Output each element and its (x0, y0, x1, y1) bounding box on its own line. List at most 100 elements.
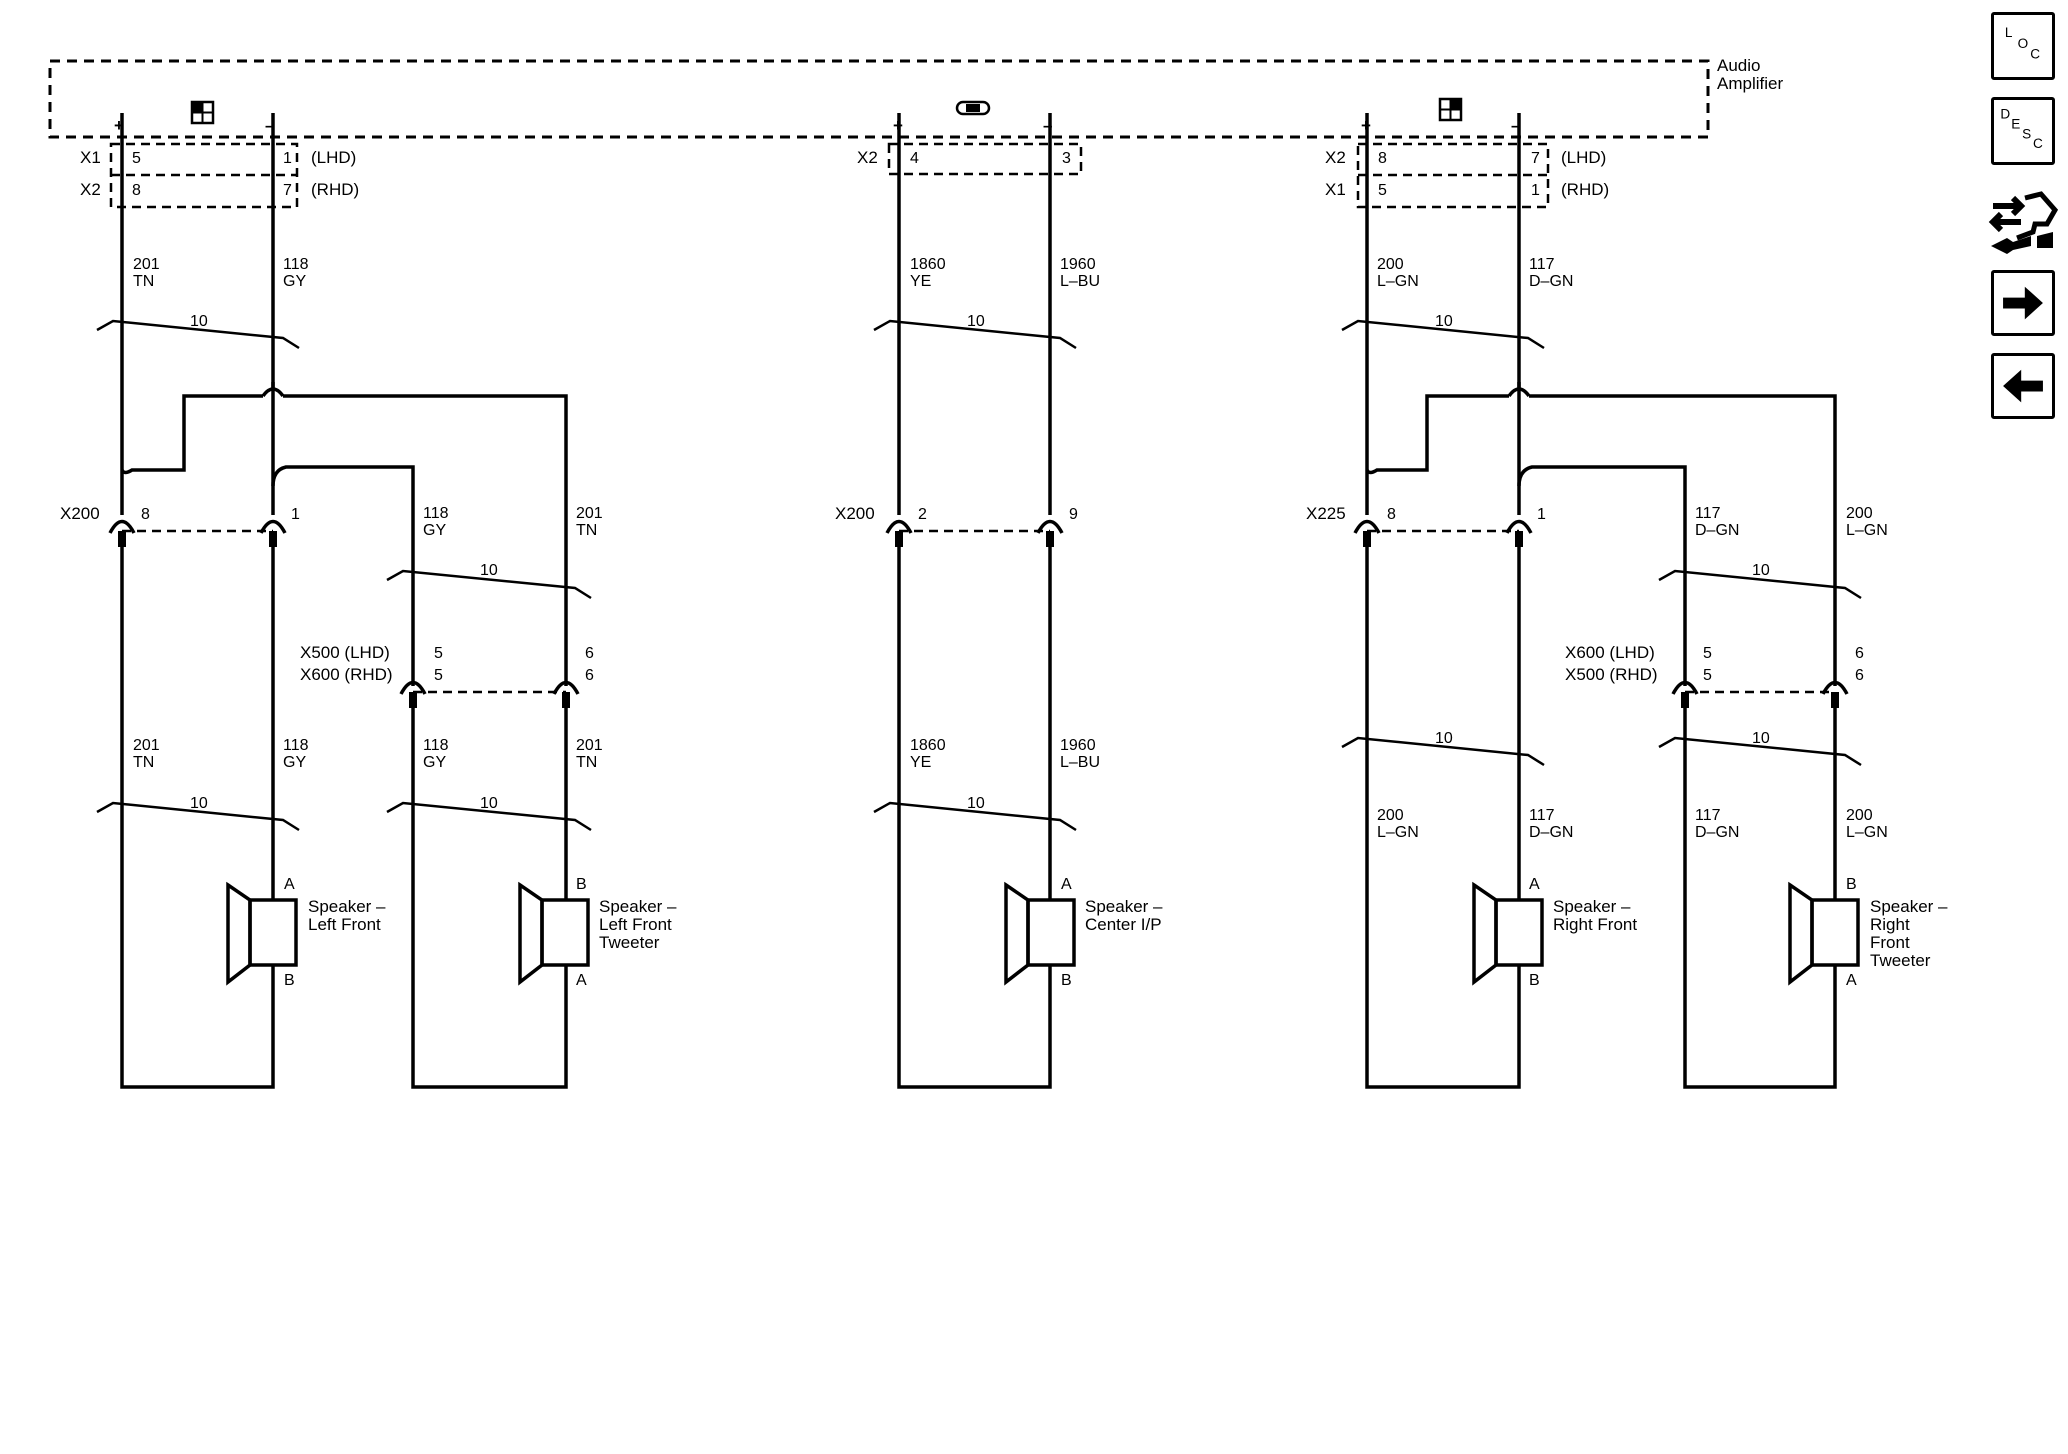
inline-conn-left-name: X200 (60, 504, 100, 523)
inline-conn-center-name: X200 (835, 504, 875, 523)
speaker-left-tweeter-bottom-pin: A (576, 972, 587, 989)
speaker-right-tweeter-name-4: Tweeter (1870, 951, 1931, 970)
loc-letter-o: O (2018, 36, 2029, 51)
amp-conn-left-row2-plus-pin: 8 (132, 182, 141, 199)
twist-right-mid: 10 (1658, 562, 1862, 600)
tweeter-conn-right-pin-b-1: 6 (1855, 645, 1864, 662)
left-tweeter-minus-color: GY (423, 522, 446, 539)
right-lower-plus-color: L–GN (1377, 824, 1419, 841)
left-tweeter-minus-circuit: 118 (423, 505, 449, 522)
connector-wrench-button[interactable] (1987, 180, 2059, 260)
forward-button[interactable] (1991, 270, 2055, 336)
inline-conn-right-pin-b: 1 (1537, 506, 1546, 523)
connector-wrench-icon (1988, 191, 2059, 254)
wire-crossovers (261, 382, 1531, 404)
svg-text:10: 10 (480, 795, 498, 812)
right-tweeter-plus-circuit: 200 (1846, 505, 1873, 522)
center-lower-plus-color: YE (910, 754, 931, 771)
speaker-left-front-name-1: Speaker – (308, 897, 386, 916)
twist-right-lower-2: 10 (1658, 730, 1862, 767)
svg-text:10: 10 (967, 313, 985, 330)
left-tweeter-lower-b-circuit: 201 (576, 737, 603, 754)
left-lower-minus-circuit: 118 (283, 737, 309, 754)
speaker-left-front-name-2: Left Front (308, 915, 381, 934)
left-lower-plus-color: TN (133, 754, 154, 771)
arrow-right-icon (2003, 286, 2043, 320)
inline-conn-right-name: X225 (1306, 504, 1346, 523)
amp-conn-right-row2-name: X1 (1325, 180, 1346, 199)
left-tweeter-lower-a-color: GY (423, 754, 446, 771)
amplifier-name-line1: Audio (1717, 56, 1760, 75)
right-tweeter-lower-a-color: D–GN (1695, 824, 1739, 841)
right-minus-circuit: 117 (1529, 256, 1555, 273)
tweeter-conn-right-line2: X500 (RHD) (1565, 665, 1658, 684)
amp-conn-right-row1-drive: (LHD) (1561, 148, 1606, 167)
speaker-left-tweeter-name-3: Tweeter (599, 933, 660, 952)
wire-left-plus-lower (120, 531, 275, 1089)
speaker-right-front-tweeter: B A Speaker – Right Front Tweeter (1788, 876, 1948, 989)
amp-conn-left-row2-minus-pin: 7 (283, 182, 292, 199)
speaker-icon (1788, 881, 1814, 986)
left-tweeter-plus-circuit: 201 (576, 505, 603, 522)
right-tweeter-minus-circuit: 117 (1695, 505, 1721, 522)
tweeter-conn-left-pin-a-1: 5 (434, 645, 443, 662)
speaker-center-name-1: Speaker – (1085, 897, 1163, 916)
amp-conn-left-row1-plus-pin: 5 (132, 150, 141, 167)
amp-conn-left-row1-drive: (LHD) (311, 148, 356, 167)
wire-labels: 201 TN 118 GY 118 GY 201 TN 201 TN 118 G… (133, 256, 1888, 841)
left-plus-circuit: 201 (133, 256, 160, 273)
twist-right-upper: 10 (1341, 313, 1545, 350)
speaker-right-tweeter-name-2: Right (1870, 915, 1910, 934)
left-minus-color: GY (283, 273, 306, 290)
speaker-right-front-top-pin: A (1529, 876, 1540, 893)
inline-connector-center: X200 2 9 (835, 504, 1078, 547)
right-tweeter-lower-b-color: L–GN (1846, 824, 1888, 841)
center-minus-color: L–BU (1060, 273, 1100, 290)
speaker-icon (1472, 881, 1498, 986)
inline-connector-right: X225 8 1 (1306, 504, 1546, 547)
speaker-right-front-name-2: Right Front (1553, 915, 1637, 934)
left-tweeter-lower-a-circuit: 118 (423, 737, 449, 754)
speaker-right-tweeter-top-pin: B (1846, 876, 1857, 893)
wire-paths (120, 113, 1837, 1089)
amp-conn-center-minus-pin: 3 (1062, 150, 1071, 167)
twist-left-lower-2: 10 (386, 795, 592, 832)
wire-right-tweeter-plus-feed (1365, 394, 1837, 686)
loc-letter-c: C (2030, 47, 2040, 62)
back-button[interactable] (1991, 353, 2055, 419)
inline-connector-left: X200 8 1 (60, 504, 300, 547)
speaker-right-tweeter-bottom-pin: A (1846, 972, 1857, 989)
right-plus-color: L–GN (1377, 273, 1419, 290)
loc-icon: L O C (2005, 25, 2040, 62)
speaker-right-front: A B Speaker – Right Front (1472, 876, 1637, 989)
left-lower-minus-color: GY (283, 754, 306, 771)
right-lower-minus-circuit: 117 (1529, 807, 1555, 824)
wire-left-tweeter-plus-feed (120, 394, 568, 686)
left-plus-color: TN (133, 273, 154, 290)
twist-left-lower-1: 10 (96, 795, 300, 832)
inline-conn-left-pin-a: 8 (141, 506, 150, 523)
speaker-center-bottom-pin: B (1061, 972, 1072, 989)
amp-connector-right: X2 X1 8 5 7 1 (LHD) (RHD) (1325, 142, 1609, 209)
center-lower-plus-circuit: 1860 (910, 737, 946, 754)
right-plus-circuit: 200 (1377, 256, 1404, 273)
svg-text:10: 10 (190, 313, 208, 330)
right-tweeter-lower-a-circuit: 117 (1695, 807, 1721, 824)
right-tweeter-plus-color: L–GN (1846, 522, 1888, 539)
loc-button[interactable]: L O C (1991, 12, 2055, 80)
tweeter-conn-left-pin-a-2: 5 (434, 667, 443, 684)
amplifier-channel-icon-center (955, 100, 991, 116)
speaker-left-front-tweeter: B A Speaker – Left Front Tweeter (518, 876, 677, 989)
wire-left-tweeter-minus-feed (271, 465, 415, 686)
speaker-right-front-bottom-pin: B (1529, 972, 1540, 989)
svg-text:10: 10 (1752, 562, 1770, 579)
svg-text:10: 10 (1752, 730, 1770, 747)
tweeter-conn-left-line2: X600 (RHD) (300, 665, 393, 684)
twist-center-lower: 10 (873, 795, 1077, 832)
desc-button[interactable]: D E S C (1991, 97, 2055, 165)
amp-conn-right-row2-minus-pin: 1 (1531, 182, 1540, 199)
svg-text:10: 10 (1435, 730, 1453, 747)
inline-conn-center-pin-a: 2 (918, 506, 927, 523)
desc-icon: D E S C (2000, 106, 2043, 151)
tweeter-connector-right: X600 (LHD) X500 (RHD) 5 5 6 6 (1565, 643, 1864, 708)
